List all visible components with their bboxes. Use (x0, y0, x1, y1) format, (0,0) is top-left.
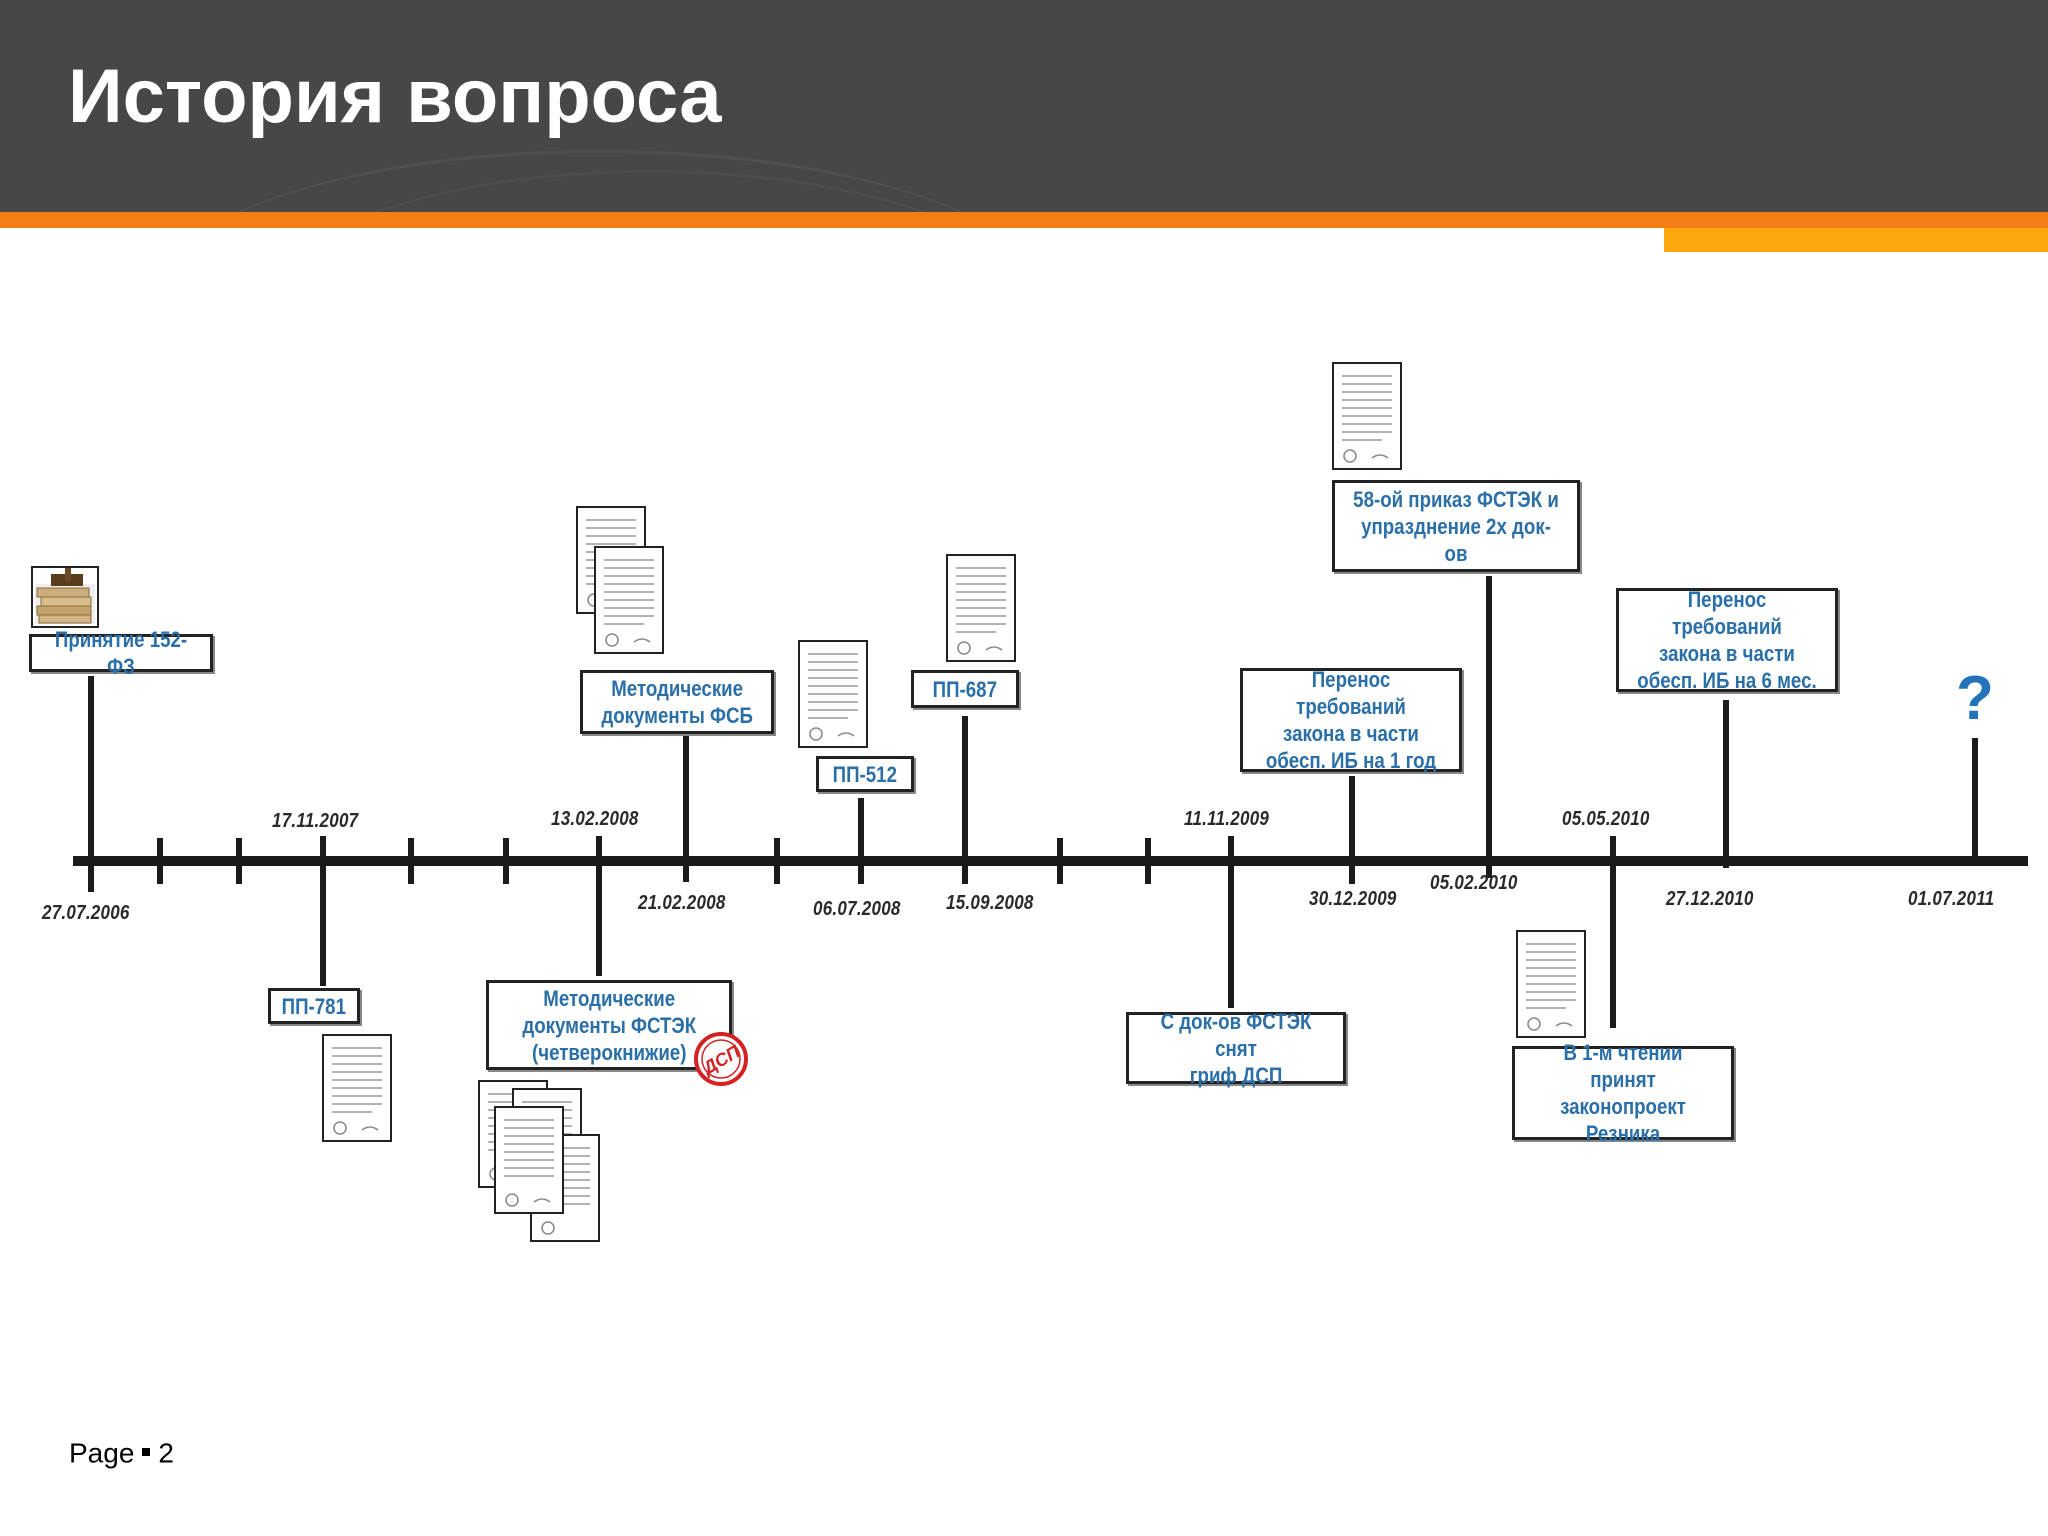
event-fsb-docs: Методические документы ФСБ (580, 670, 774, 734)
event-pp512: ПП-512 (816, 756, 914, 792)
header-decoration (150, 150, 1050, 212)
document-icon (1516, 930, 1586, 1038)
document-icon (1332, 362, 1402, 470)
page-number-value: 2 (158, 1437, 174, 1469)
timeline-tick (1057, 838, 1063, 884)
event-dsp-removed: С док-ов ФСТЭК снят гриф ДСП (1126, 1009, 1346, 1088)
event-stem (858, 798, 864, 884)
dsp-stamp-icon: ДСП (694, 1032, 748, 1086)
event-pp687: ПП-687 (911, 670, 1019, 708)
date-label: 27.12.2010 (1666, 888, 1754, 910)
event-stem (683, 736, 689, 882)
slide-header: История вопроса (0, 0, 2048, 212)
event-stem (320, 836, 326, 986)
event-label: Перенос требований закона в части обесп.… (1265, 667, 1437, 773)
accent-tab (1664, 228, 2048, 252)
date-label: 21.02.2008 (638, 892, 726, 914)
document-icon (322, 1034, 392, 1142)
event-label: С док-ов ФСТЭК снят гриф ДСП (1160, 1008, 1312, 1088)
event-stem (1723, 700, 1729, 868)
event-postpone-6m: Перенос требований закона в части обесп.… (1616, 587, 1838, 693)
timeline-tick (503, 838, 509, 884)
date-label: 15.09.2008 (946, 892, 1034, 914)
event-stem (962, 716, 968, 884)
date-label: 05.02.2010 (1430, 872, 1518, 894)
event-fz152: Принятие 152-ФЗ (29, 627, 213, 679)
event-stem (1610, 836, 1616, 1028)
timeline-tick (774, 838, 780, 884)
document-icon (798, 640, 868, 748)
document-icon (494, 1106, 564, 1214)
event-label: Перенос требований закона в части обесп.… (1637, 587, 1817, 693)
date-label: 17.11.2007 (272, 810, 359, 832)
header-decoration (250, 170, 1050, 212)
event-label: Методические документы ФСБ (601, 676, 753, 728)
event-label: Методические документы ФСТЭК (четверокни… (522, 985, 696, 1065)
date-label: 01.07.2011 (1908, 888, 1995, 910)
date-label: 05.05.2010 (1562, 808, 1650, 830)
timeline-tick (157, 838, 163, 884)
event-pp781: ПП-781 (268, 988, 360, 1024)
page-label: Page (69, 1437, 135, 1469)
timeline-tick (1145, 838, 1151, 884)
timeline-axis (73, 856, 2028, 866)
event-label: В 1-м чтении принят законопроект Резника (1560, 1040, 1686, 1146)
bullet-square (142, 1447, 151, 1456)
event-fstek-docs: Методические документы ФСТЭК (четверокни… (486, 980, 732, 1070)
event-reznik: В 1-м чтении принят законопроект Резника (1512, 1040, 1734, 1146)
document-icon (594, 546, 664, 654)
document-icon (946, 554, 1016, 662)
date-label: 30.12.2009 (1309, 888, 1397, 910)
event-stem (1228, 836, 1234, 1008)
timeline-tick (408, 838, 414, 884)
event-stem (1486, 576, 1492, 878)
accent-bar (0, 212, 2048, 228)
event-stem (88, 676, 94, 892)
date-label: 06.07.2008 (813, 898, 901, 920)
future-question-mark: ? (1956, 664, 1994, 733)
event-order58: 58-ой приказ ФСТЭК и упразднение 2х док-… (1332, 480, 1580, 572)
date-label: 13.02.2008 (551, 808, 639, 830)
event-label: ПП-781 (281, 993, 347, 1019)
date-label: 27.07.2006 (42, 902, 130, 924)
event-postpone-1y: Перенос требований закона в части обесп.… (1240, 667, 1462, 773)
event-stem (596, 836, 602, 976)
event-label: ПП-512 (832, 761, 898, 787)
event-label: Принятие 152-ФЗ (54, 627, 188, 679)
event-label: 58-ой приказ ФСТЭК и упразднение 2х док-… (1353, 486, 1559, 566)
slide-title: История вопроса (68, 54, 722, 139)
event-stem (1972, 738, 1978, 862)
timeline-tick (236, 838, 242, 884)
books-icon (31, 566, 99, 628)
event-stem (1349, 776, 1355, 884)
date-label: 11.11.2009 (1184, 808, 1270, 830)
page-number: Page 2 (69, 1436, 174, 1470)
event-label: ПП-687 (932, 676, 998, 702)
